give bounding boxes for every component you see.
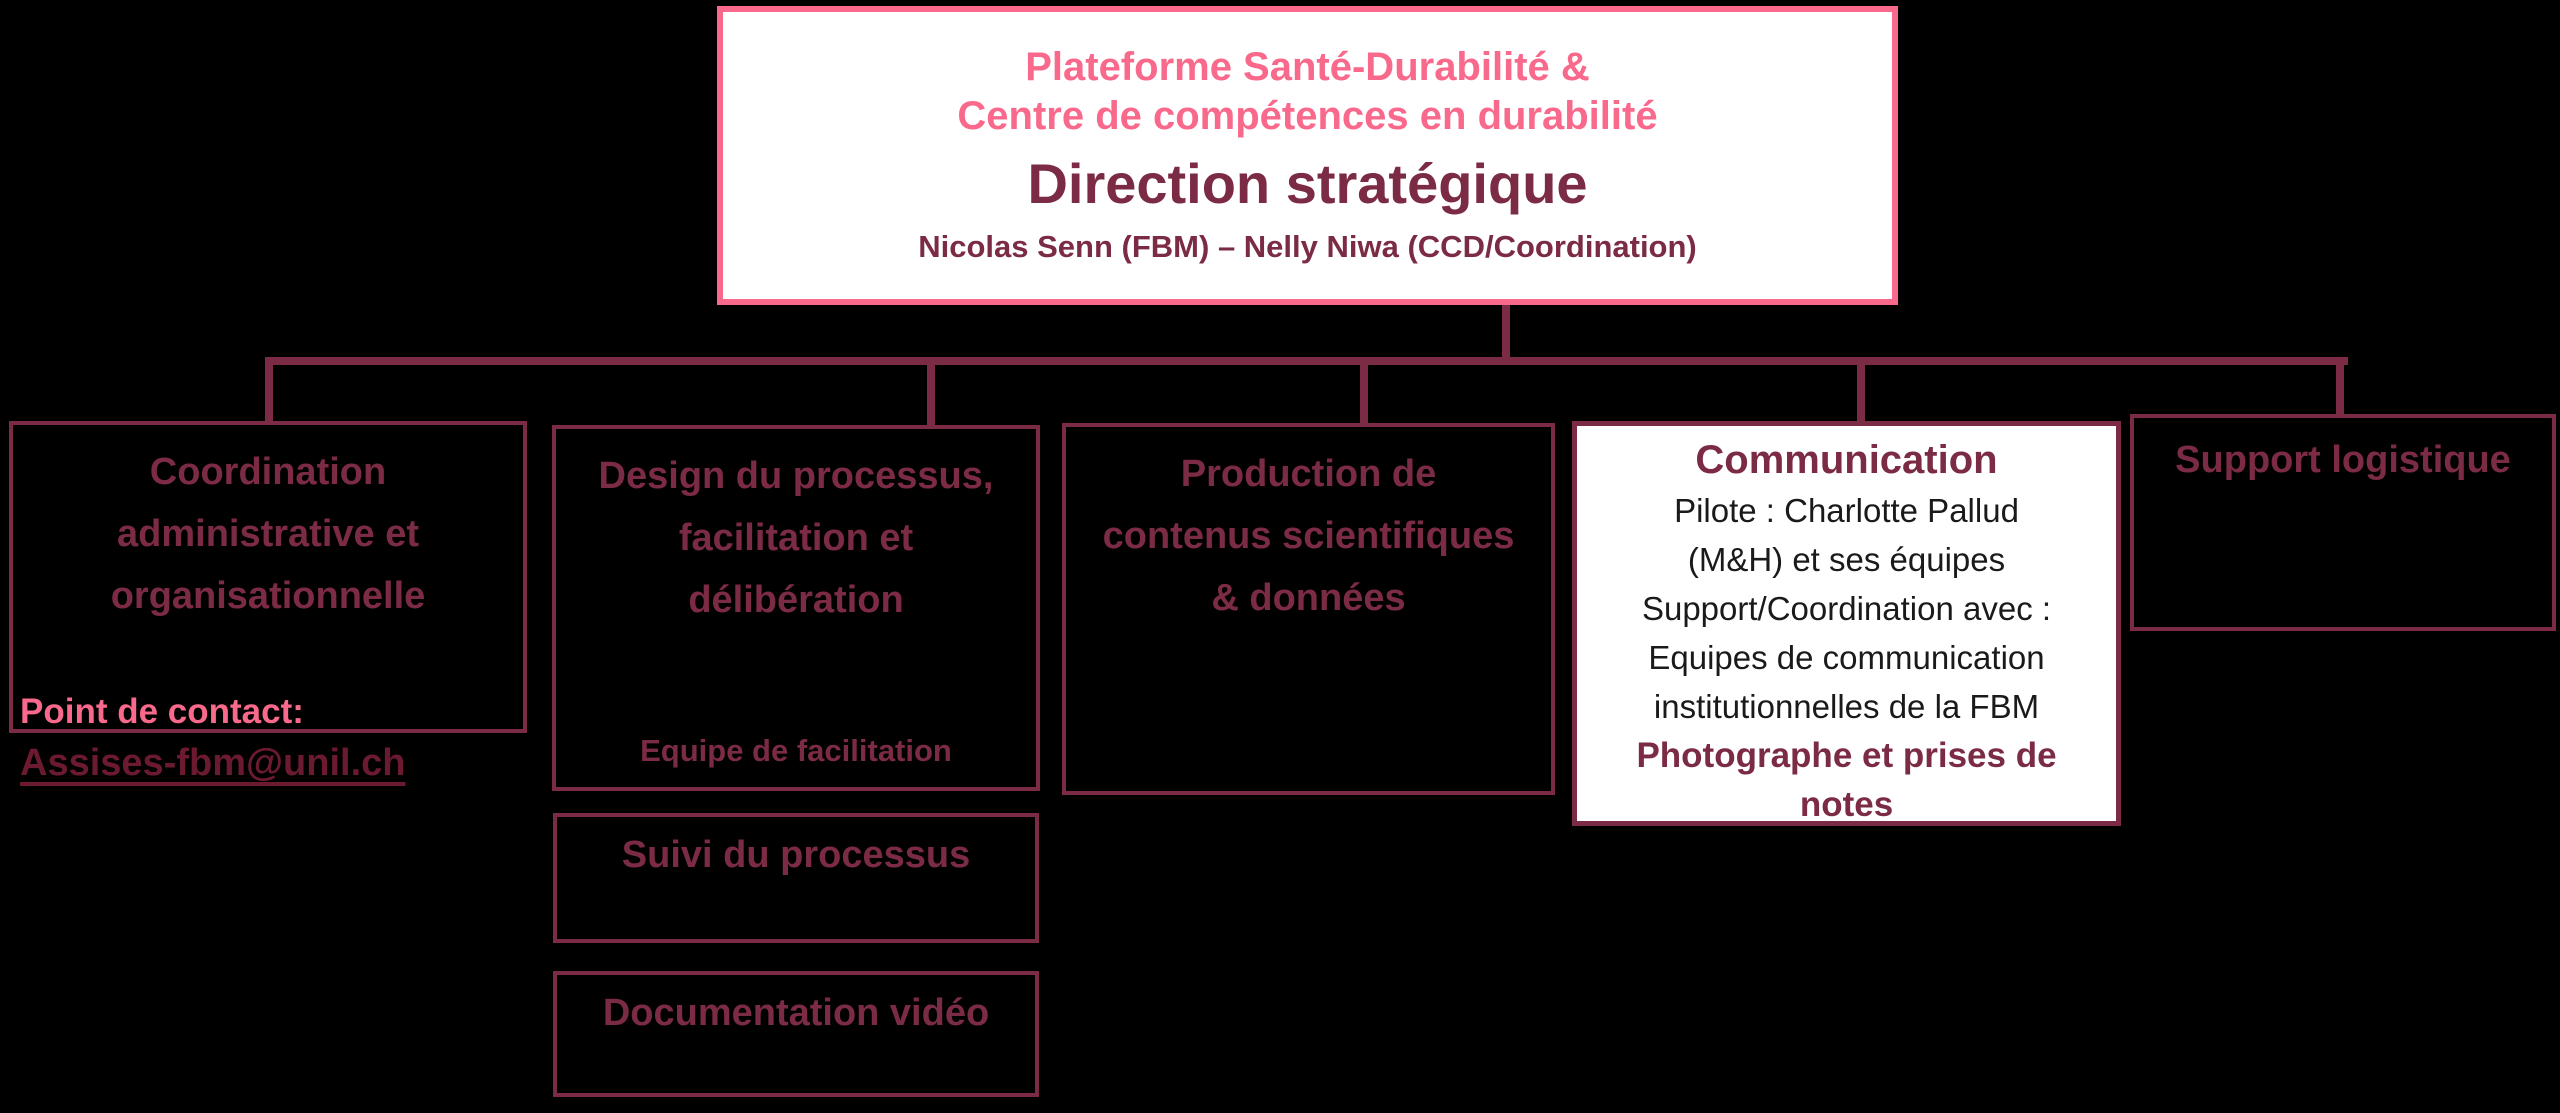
direction-title: Direction stratégique xyxy=(1027,151,1588,215)
production-line-2: contenus scientifiques xyxy=(1102,515,1515,557)
support-logistique-label: Support logistique xyxy=(2175,439,2511,481)
communication-title: Communication xyxy=(1695,438,1998,482)
node-production-contenus: Production de contenus scientifiques & d… xyxy=(1062,423,1555,795)
equipe-facilitation-label: Equipe de facilitation xyxy=(640,733,952,768)
production-line-3: & données xyxy=(1211,577,1406,619)
node-support-logistique: Support logistique xyxy=(2130,414,2556,631)
communication-body-line-4: Equipes de communication xyxy=(1648,639,2045,676)
platform-pretitle-line-1: Plateforme Santé-Durabilité & xyxy=(1025,44,1590,89)
platform-pretitle-line-2: Centre de compétences en durabilité xyxy=(957,93,1658,138)
direction-subtitle: Nicolas Senn (FBM) – Nelly Niwa (CCD/Coo… xyxy=(918,228,1697,264)
communication-body-line-2: (M&H) et ses équipes xyxy=(1687,541,2006,578)
communication-body-line-5: institutionnelles de la FBM xyxy=(1653,688,2040,725)
coordination-line-2: administrative et xyxy=(117,513,419,555)
connector-drop-design xyxy=(927,363,935,429)
design-heading: Design du processus, facilitation et dél… xyxy=(556,429,1036,631)
contact-label: Point de contact: xyxy=(20,692,304,731)
node-documentation-video: Documentation vidéo xyxy=(553,971,1039,1097)
documentation-video-label: Documentation vidéo xyxy=(602,992,990,1034)
communication-body-line-1: Pilote : Charlotte Pallud xyxy=(1674,492,2019,529)
connector-drop-communication xyxy=(1857,363,1865,425)
node-communication: Communication Pilote : Charlotte Pallud … xyxy=(1572,421,2121,826)
communication-highlight-line-2: notes xyxy=(1799,785,1894,824)
connector-drop-coordination xyxy=(265,363,273,425)
node-direction-strategique: Plateforme Santé-Durabilité & Centre de … xyxy=(717,6,1898,305)
node-design-processus: Design du processus, facilitation et dél… xyxy=(552,425,1040,791)
design-line-2: facilitation et xyxy=(678,517,914,559)
contact-email-link[interactable]: Assises-fbm@unil.ch xyxy=(20,742,406,784)
connector-horizontal-line xyxy=(265,357,2348,365)
communication-body-line-3: Support/Coordination avec : xyxy=(1641,590,2052,627)
design-line-1: Design du processus, xyxy=(598,455,994,497)
suivi-processus-label: Suivi du processus xyxy=(621,834,971,876)
node-suivi-processus: Suivi du processus xyxy=(553,813,1039,943)
coordination-line-3: organisationnelle xyxy=(110,575,426,617)
production-line-1: Production de xyxy=(1180,453,1437,495)
connector-drop-support xyxy=(2336,363,2344,418)
communication-highlight-line-1: Photographe et prises de xyxy=(1636,736,2057,775)
node-coordination-administrative: Coordination administrative et organisat… xyxy=(9,421,527,733)
coordination-heading: Coordination administrative et organisat… xyxy=(13,425,523,627)
coordination-line-1: Coordination xyxy=(149,451,387,493)
connector-stem xyxy=(1502,303,1510,361)
design-line-3: délibération xyxy=(688,579,904,621)
production-heading: Production de contenus scientifiques & d… xyxy=(1066,427,1551,629)
connector-drop-production xyxy=(1360,363,1368,427)
contact-block: Point de contact: Assises-fbm@unil.ch xyxy=(20,688,405,790)
